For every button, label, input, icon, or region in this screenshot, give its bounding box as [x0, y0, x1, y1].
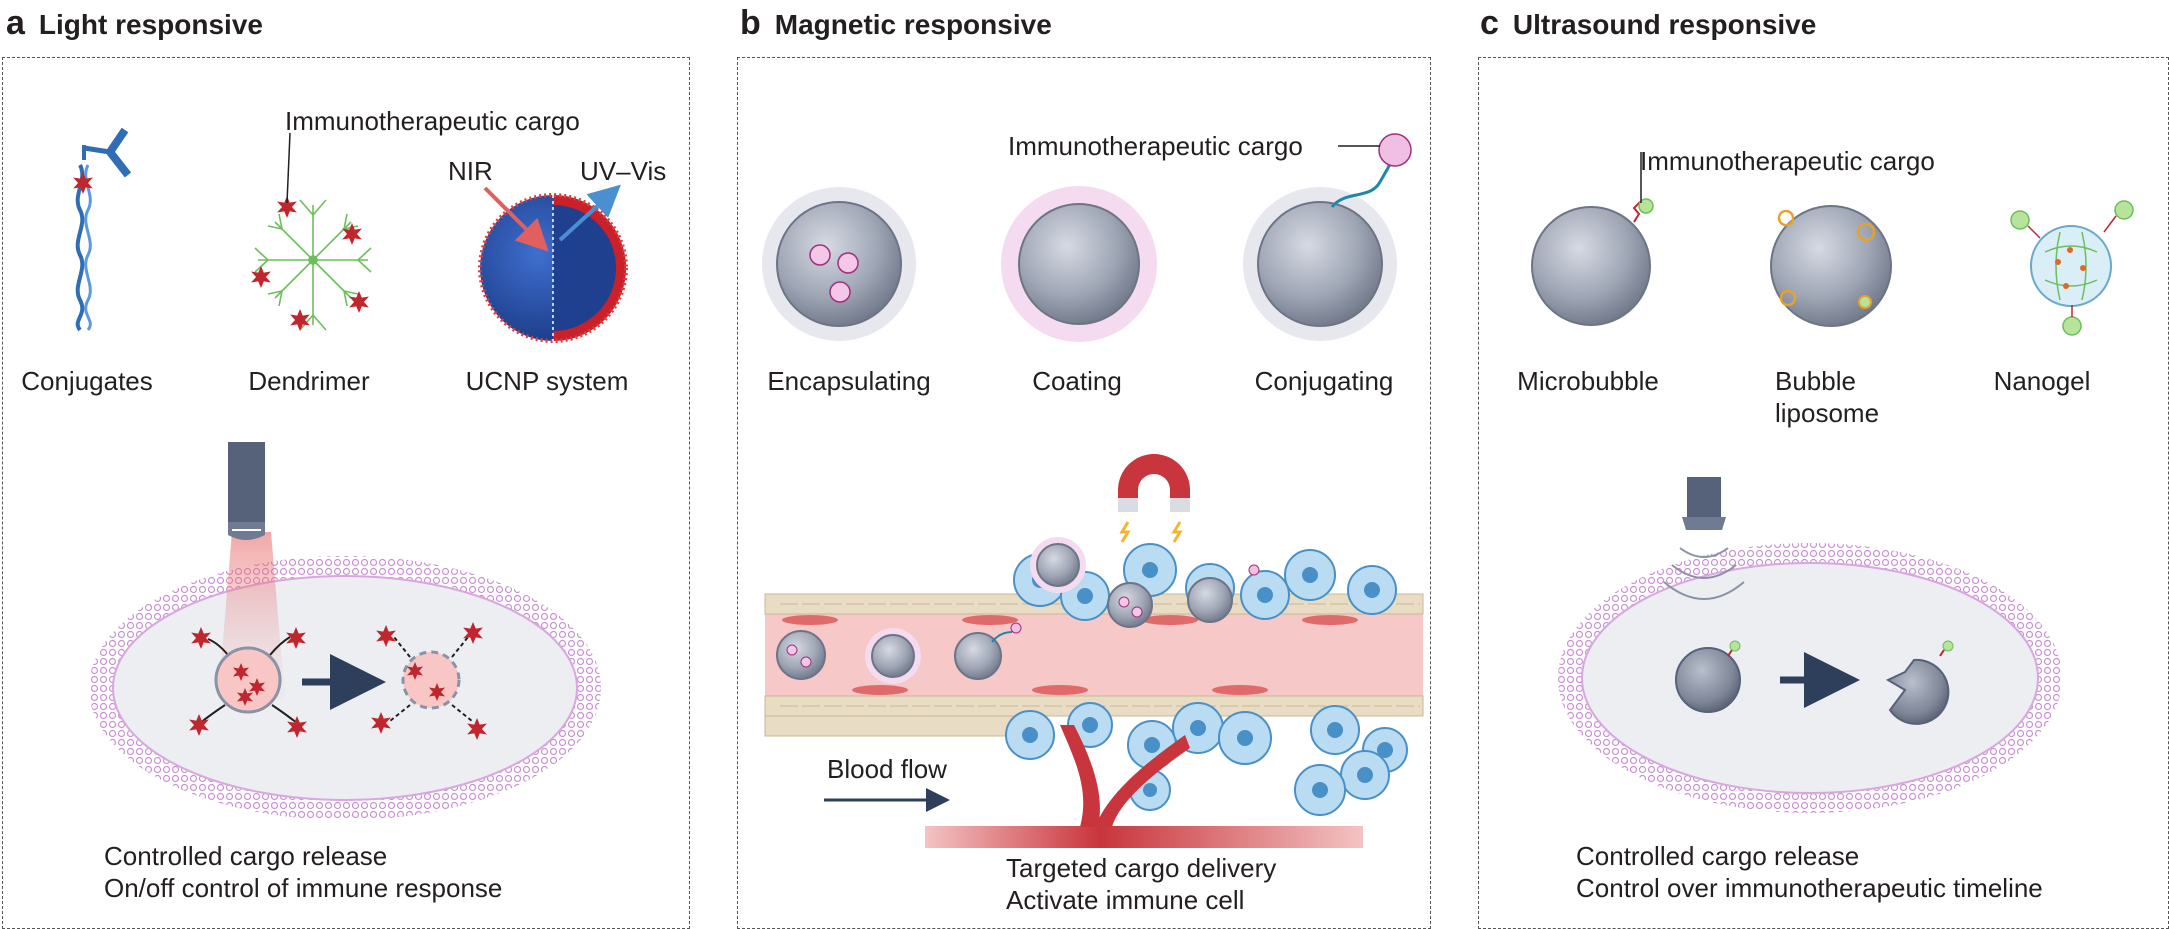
panel-b-header: b Magnetic responsive — [740, 4, 1052, 44]
panel-b-cargo-label: Immunotherapeutic cargo — [1008, 131, 1303, 161]
panel-c-cargo-label: Immunotherapeutic cargo — [1640, 146, 1935, 176]
cargo-carrier-after — [371, 622, 487, 740]
artery-branch — [925, 725, 1363, 848]
carrier-coating-icon — [1001, 186, 1157, 342]
panel-b-caption-1: Targeted cargo delivery — [1006, 853, 1277, 883]
carrier-label-liposome: liposome — [1775, 398, 1880, 428]
cargo-carrier-before — [189, 627, 307, 738]
carrier-label-dendrimer: Dendrimer — [248, 366, 370, 396]
carrier-label-ucnp: UCNP system — [465, 366, 629, 396]
carrier-label-conjugating: Conjugating — [1254, 366, 1394, 396]
nanogel-icon — [2010, 200, 2134, 336]
panel-c-header: c Ultrasound responsive — [1480, 4, 1816, 44]
panel-b-title: Magnetic responsive — [774, 9, 1052, 40]
conjugate-icon — [73, 127, 132, 332]
ultrasound-bubble-burst — [1885, 640, 1954, 725]
carrier-label-microbubble: Microbubble — [1517, 366, 1659, 396]
ultrasound-transducer-icon — [1663, 477, 1745, 600]
blood-flow-label: Blood flow — [827, 754, 947, 784]
panel-c-title: Ultrasound responsive — [1512, 9, 1817, 40]
carrier-encapsulating-icon — [762, 187, 916, 341]
cargo-leader-a — [286, 132, 291, 204]
panel-a-header: a Light responsive — [6, 4, 263, 44]
bubble-liposome-icon — [1770, 205, 1892, 327]
panel-a-title: Light responsive — [38, 9, 263, 40]
microbubble-icon — [1531, 152, 1654, 326]
carrier-label-encapsulating: Encapsulating — [767, 366, 931, 396]
cell-membrane-a — [89, 556, 601, 820]
nir-label: NIR — [448, 156, 493, 186]
panel-b-letter: b — [740, 4, 761, 42]
panel-a-caption-1: Controlled cargo release — [104, 841, 388, 871]
uvvis-label: UV–Vis — [580, 156, 667, 186]
panel-c-caption-2: Control over immunotherapeutic timeline — [1576, 873, 2043, 903]
dendrimer-icon — [254, 199, 372, 331]
vessel-particles — [776, 537, 1260, 684]
panel-a-caption-2: On/off control of immune response — [104, 873, 503, 903]
panel-b-caption-2: Activate immune cell — [1006, 885, 1245, 915]
ucnp-icon — [478, 193, 628, 343]
panel-c-letter: c — [1480, 4, 1499, 42]
carrier-label-bubble: Bubble — [1775, 366, 1856, 396]
panel-a-cargo-label: Immunotherapeutic cargo — [285, 106, 580, 136]
carrier-label-nanogel: Nanogel — [1993, 366, 2091, 396]
panel-c-caption-1: Controlled cargo release — [1576, 841, 1860, 871]
carrier-label-conjugates: Conjugates — [21, 366, 153, 396]
uvvis-arrow — [558, 184, 621, 242]
nir-arrow — [483, 186, 549, 252]
ultrasound-bubble-before — [1675, 640, 1741, 713]
carrier-label-coating: Coating — [1032, 366, 1122, 396]
horseshoe-magnet-icon — [1118, 454, 1190, 543]
carrier-conjugating-icon — [1243, 133, 1412, 341]
panel-a-letter: a — [6, 4, 25, 42]
